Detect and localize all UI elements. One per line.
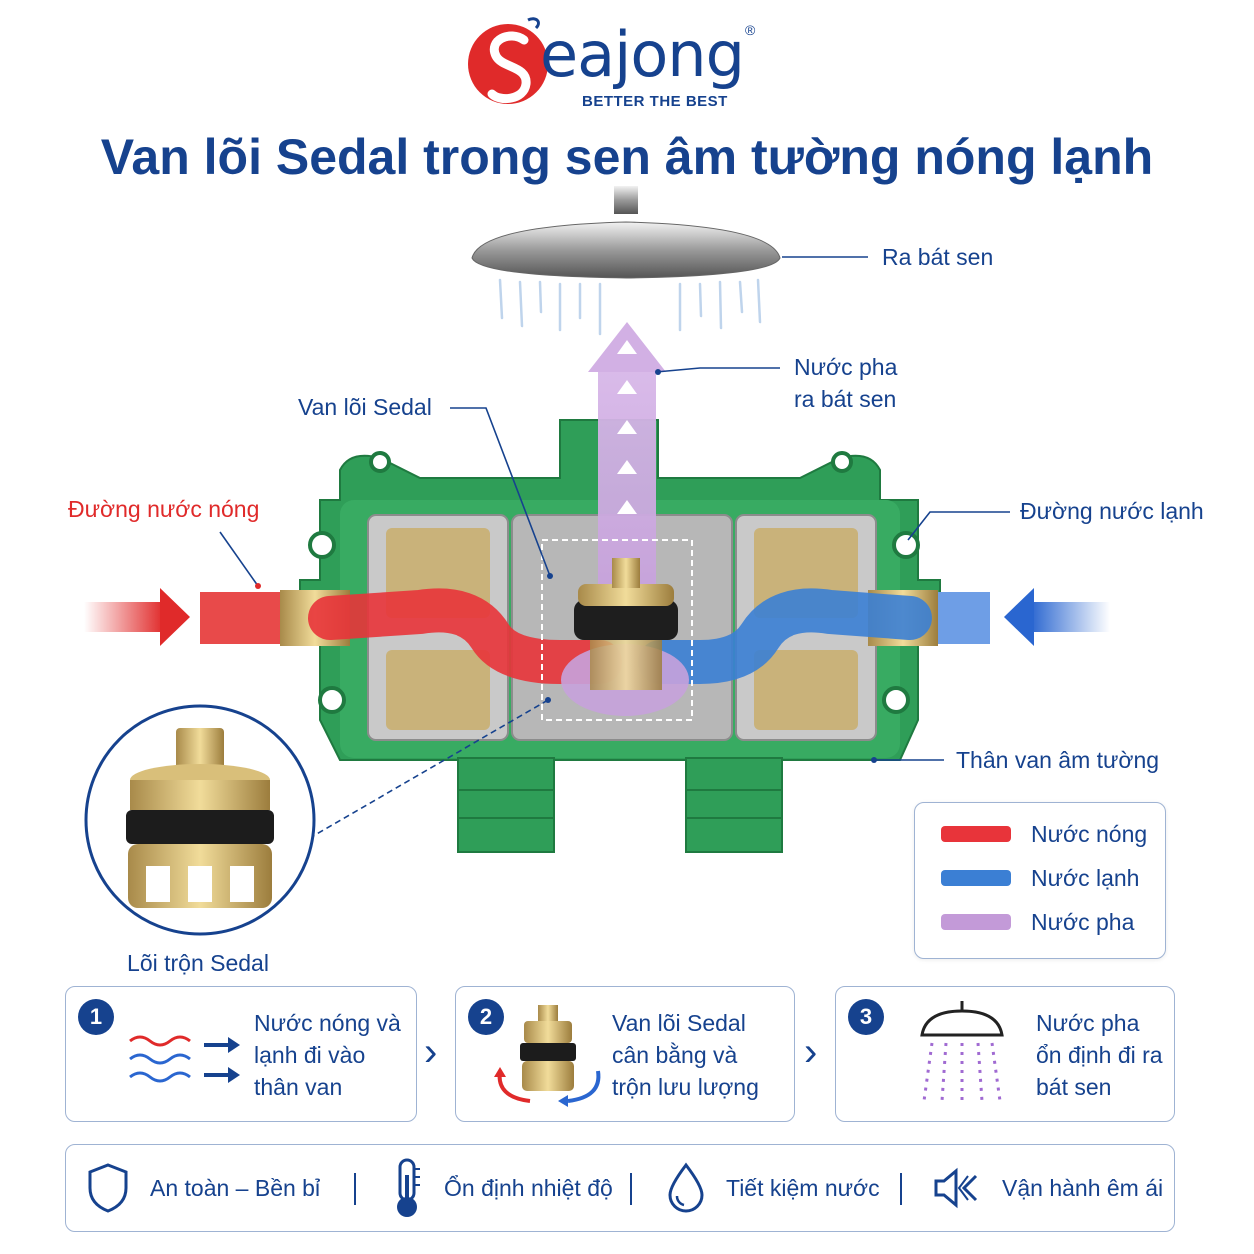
hot-flow-path xyxy=(308,588,622,684)
valve-diagram xyxy=(84,186,1110,853)
speaker-mute-icon xyxy=(934,1167,978,1209)
cold-flow-path xyxy=(638,588,932,684)
label-cartridge: Lõi trộn Sedal xyxy=(127,950,269,976)
step-2-line2: cân bằng và xyxy=(612,1042,738,1068)
center-cartridge xyxy=(541,539,693,721)
feature-divider xyxy=(354,1173,356,1205)
waves-arrows-icon xyxy=(129,1035,240,1083)
label-shower-head: Ra bát sen xyxy=(882,244,994,270)
feature-divider xyxy=(630,1173,632,1205)
step-1-line2: lạnh đi vào xyxy=(254,1042,366,1068)
step-3-line2: ổn định đi ra xyxy=(1036,1042,1163,1068)
step-1-line1: Nước nóng và xyxy=(254,1010,401,1036)
shower-head xyxy=(471,186,781,336)
features-bar: An toàn – Bền bỉ Ổn định nhiệt độ Tiết k… xyxy=(65,1144,1175,1232)
cartridge-zoom xyxy=(84,704,316,936)
thermometer-icon xyxy=(397,1158,420,1217)
legend-item-hot: Nước nóng xyxy=(941,819,1147,849)
feature-temperature: Ổn định nhiệt độ xyxy=(390,1145,613,1231)
step-3-line1: Nước pha xyxy=(1036,1010,1140,1036)
mixed-flow-arrow xyxy=(588,322,666,590)
step-1-line3: thân van xyxy=(254,1074,343,1100)
cold-inlet-arrow xyxy=(1004,588,1110,646)
brand-logo-mark xyxy=(468,17,548,104)
step-1: 1 Nước nóng và lạnh đi vào thân van xyxy=(65,986,417,1122)
legend: Nước nóng Nước lạnh Nước pha xyxy=(914,802,1166,959)
shower-icon xyxy=(920,1001,1004,1102)
step-2-number: 2 xyxy=(468,999,504,1035)
step-separator-1: › xyxy=(424,1030,438,1074)
step-2: 2 Van lõi Sedal cân bằng và trộn lưu lượ… xyxy=(455,986,795,1122)
step-3-number: 3 xyxy=(848,999,884,1035)
water-drop-icon xyxy=(668,1162,704,1213)
cartridge-rotate-icon xyxy=(494,1005,601,1107)
step-1-number: 1 xyxy=(78,999,114,1035)
legend-swatch-mixed xyxy=(941,914,1011,930)
shield-icon xyxy=(88,1163,128,1213)
hot-inlet-arrow xyxy=(84,588,190,646)
step-3-line3: bát sen xyxy=(1036,1074,1112,1100)
brand-name: eajong xyxy=(540,18,745,91)
brand-tagline: BETTER THE BEST xyxy=(582,93,728,110)
legend-item-mixed: Nước pha xyxy=(941,907,1134,937)
step-separator-2: › xyxy=(804,1030,818,1074)
page-title: Van lõi Sedal trong sen âm tường nóng lạ… xyxy=(100,129,1154,185)
legend-swatch-hot xyxy=(941,826,1011,842)
feature-divider xyxy=(900,1173,902,1205)
feature-quiet: Vận hành êm ái xyxy=(932,1145,1163,1231)
feature-water-saving: Tiết kiệm nước xyxy=(666,1145,880,1231)
legend-swatch-cold xyxy=(941,870,1011,886)
label-mixed-out-1: Nước pha xyxy=(794,354,898,380)
step-2-line1: Van lõi Sedal xyxy=(612,1010,746,1036)
label-valve-core: Van lõi Sedal xyxy=(298,394,432,420)
brand-registered: ® xyxy=(745,22,756,38)
label-cold-line: Đường nước lạnh xyxy=(1020,498,1204,524)
step-3: 3 Nước pha ổn định đi ra bát sen xyxy=(835,986,1175,1122)
feature-safety: An toàn – Bền bỉ xyxy=(86,1145,320,1231)
label-valve-body: Thân van âm tường xyxy=(956,747,1160,773)
step-2-line3: trộn lưu lượng xyxy=(612,1074,759,1100)
legend-item-cold: Nước lạnh xyxy=(941,863,1139,893)
label-hot-line: Đường nước nóng xyxy=(68,496,260,522)
label-mixed-out-2: ra bát sen xyxy=(794,386,897,412)
